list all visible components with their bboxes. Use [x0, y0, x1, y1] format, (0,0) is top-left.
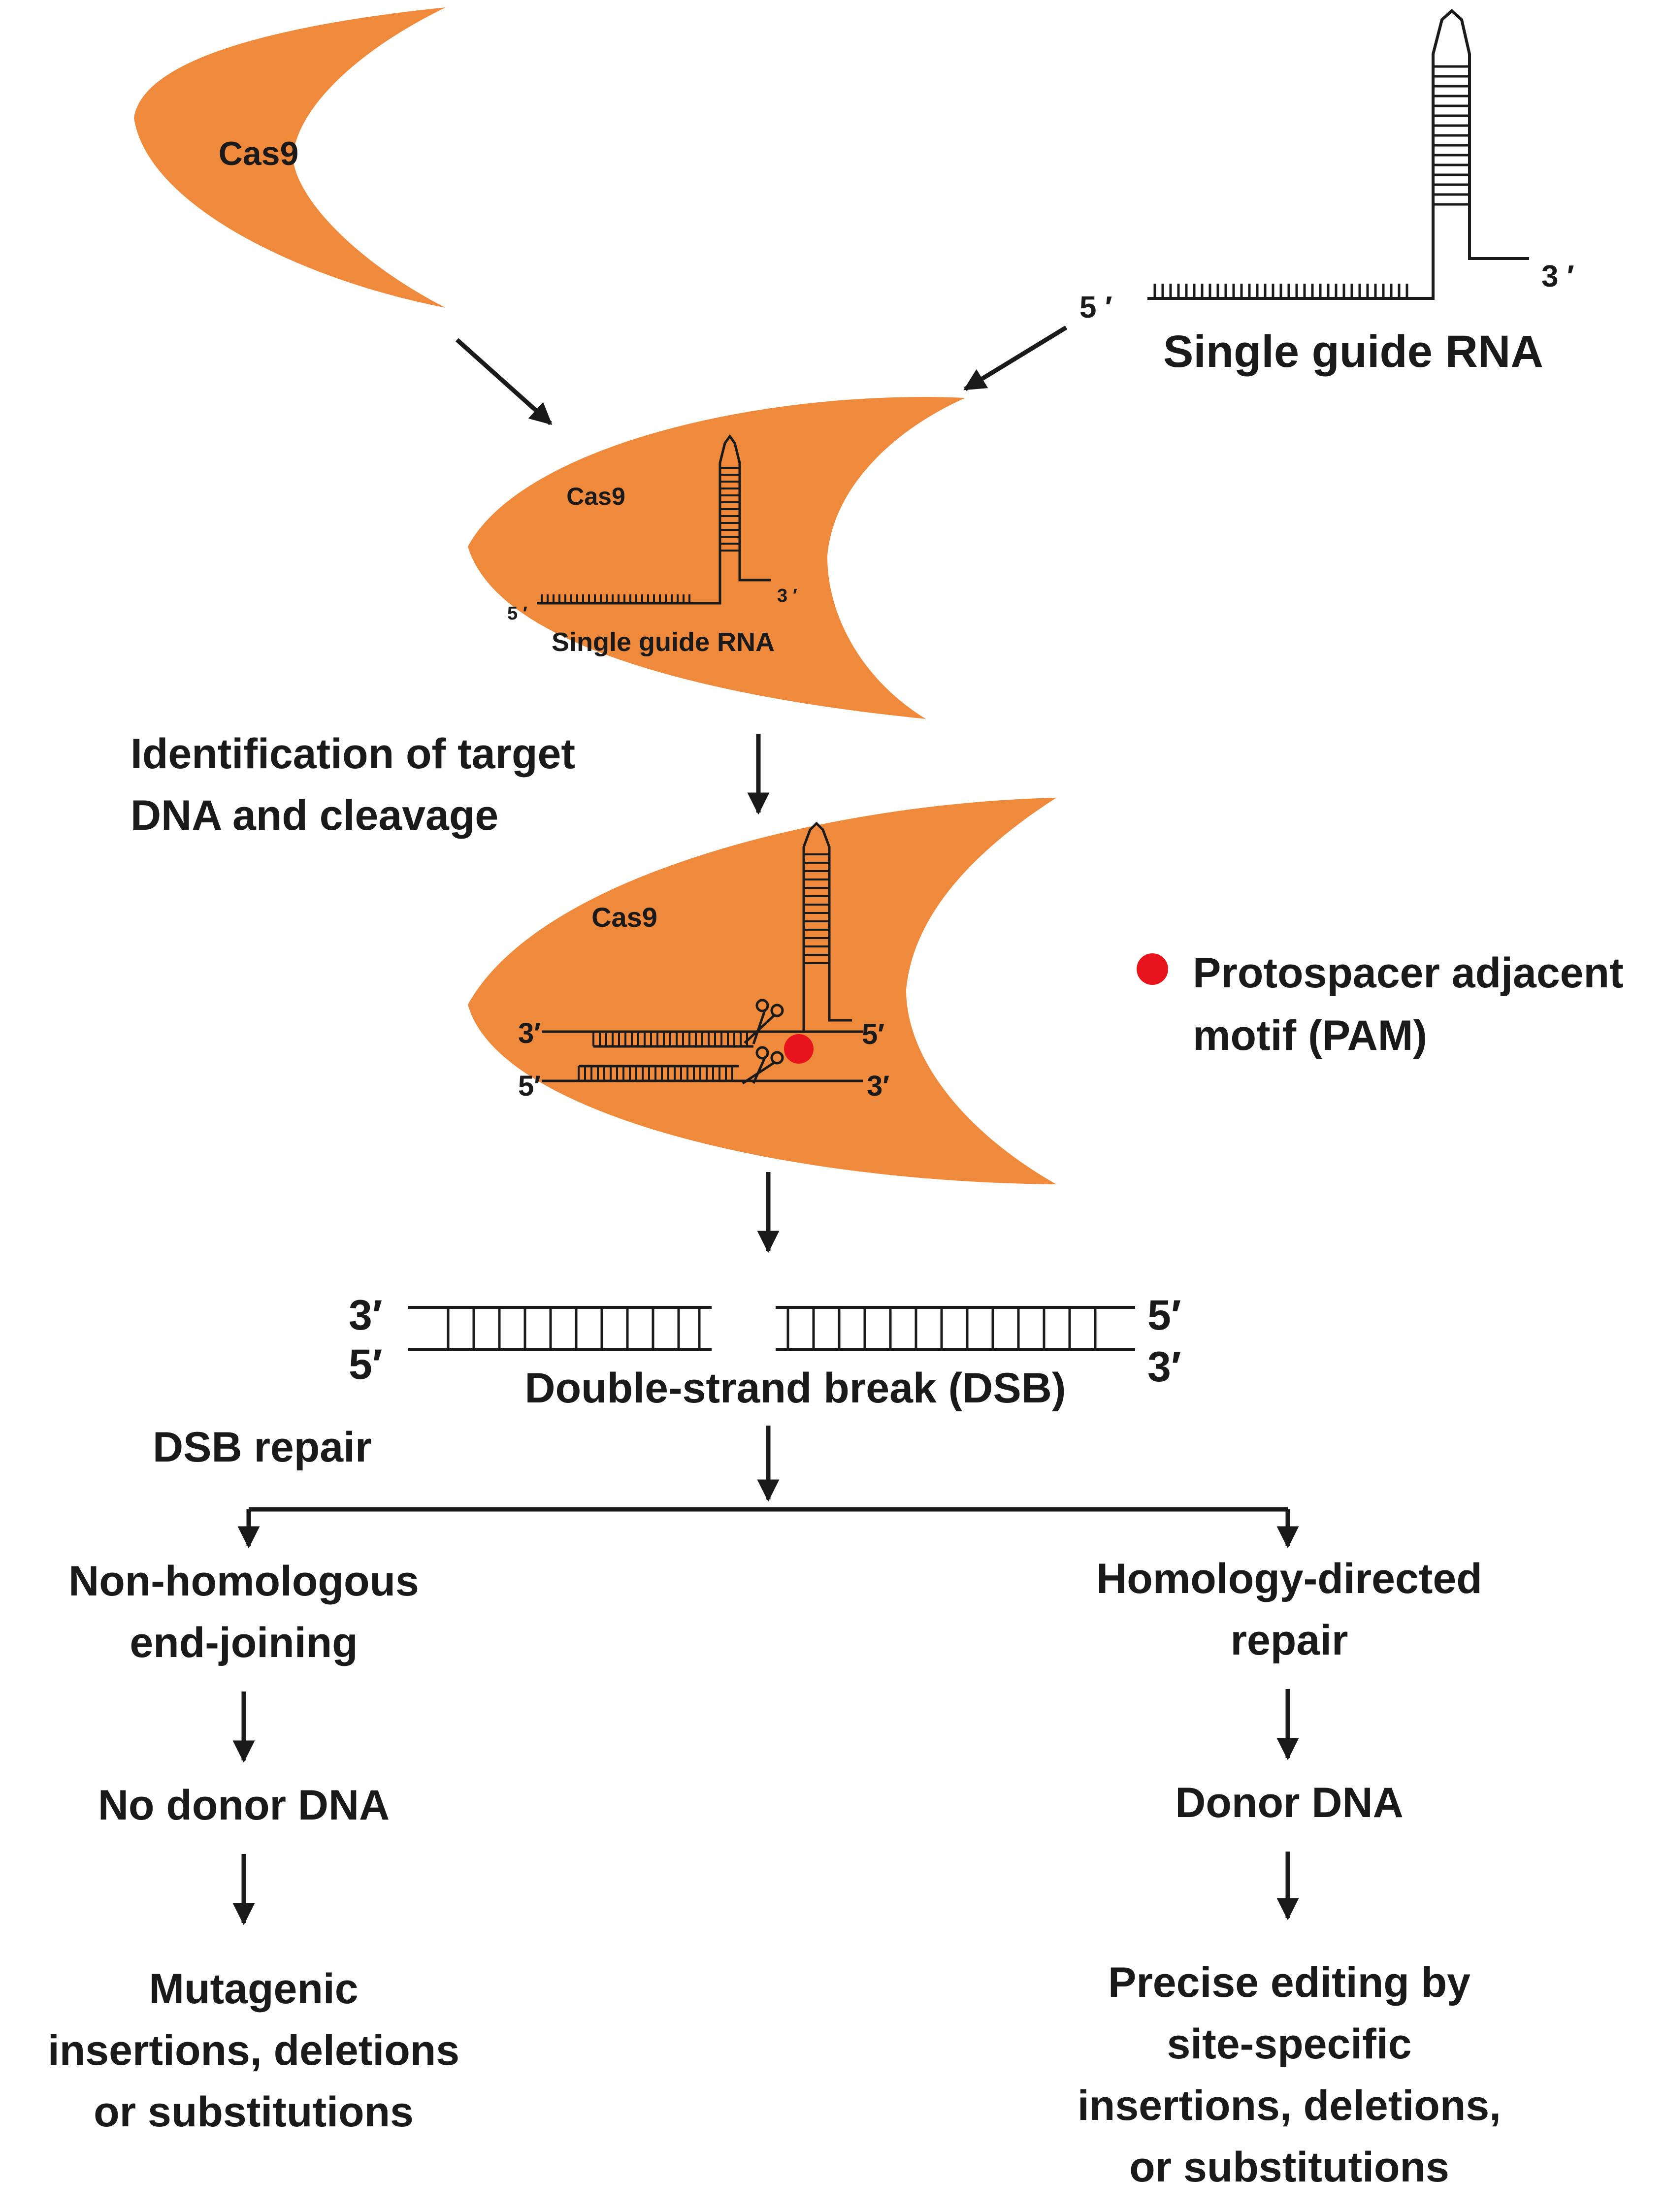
pam-legend-dot	[1137, 953, 1168, 985]
hdr-outcome-line3: insertions, deletions,	[1078, 2082, 1501, 2129]
cleavage-top-left-label: 3′	[518, 1017, 541, 1049]
dsb-top-right-label: 5′	[1147, 1292, 1181, 1339]
sgrna-three-prime: 3 ′	[1541, 260, 1574, 293]
pam-marker	[784, 1034, 814, 1064]
nhej-outcome-line1: Mutagenic	[149, 1965, 358, 2013]
pam-legend-line2: motif (PAM)	[1193, 1012, 1427, 1059]
pam-legend: Protospacer adjacent motif (PAM)	[1137, 949, 1624, 1059]
scissors-icon-top	[744, 999, 784, 1044]
complex-five-prime: 5 ′	[507, 603, 527, 624]
cleavage-cas9-label: Cas9	[591, 902, 657, 933]
nhej-outcome-line3: or substitutions	[94, 2088, 414, 2136]
hdr-outcome-line1: Precise editing by	[1108, 1959, 1470, 2006]
complex-three-prime: 3 ′	[777, 586, 797, 606]
hdr-branch: Homology-directed repair Donor DNA Preci…	[1078, 1555, 1501, 2191]
pam-legend-line1: Protospacer adjacent	[1193, 949, 1624, 997]
scissors-icon-bottom	[742, 1046, 784, 1085]
dsb-repair-label: DSB repair	[153, 1424, 372, 1471]
cleavage-bottom-right-label: 3′	[867, 1070, 889, 1102]
nhej-line2: end-joining	[130, 1619, 358, 1666]
step-identification-line2: DNA and cleavage	[131, 792, 498, 839]
arrow-sgrna-to-complex	[963, 325, 1068, 391]
sgrna-spacer-ticks	[1153, 284, 1408, 298]
nhej-donor: No donor DNA	[98, 1782, 390, 1829]
complex-sgrna-label: Single guide RNA	[552, 627, 775, 657]
sgrna-five-prime: 5 ′	[1079, 291, 1112, 325]
step-identification-line1: Identification of target	[131, 730, 575, 778]
hdr-line2: repair	[1230, 1617, 1348, 1664]
cas9-protein: Cas9	[134, 7, 446, 308]
dsb-bottom-right-label: 3′	[1147, 1343, 1181, 1391]
arrow-cas9-to-complex	[455, 338, 553, 425]
cleavage-bottom-left-label: 5′	[518, 1070, 541, 1102]
double-strand-break: 3′ 5′ 5′ 3′ Double-strand break (DSB)	[349, 1292, 1181, 1412]
nhej-line1: Non-homologous	[68, 1558, 419, 1605]
nhej-branch: Non-homologous end-joining No donor DNA …	[48, 1558, 459, 2136]
cleavage-top-right-label: 5′	[862, 1018, 884, 1050]
dsb-top-left-label: 3′	[349, 1292, 382, 1339]
sgrna-structure: 5 ′ 3 ′ Single guide RNA	[1079, 8, 1574, 377]
sgrna-title: Single guide RNA	[1163, 326, 1543, 377]
dsb-bottom-left-label: 5′	[349, 1341, 382, 1388]
hdr-outcome-line4: or substitutions	[1129, 2144, 1449, 2191]
hdr-line1: Homology-directed	[1096, 1555, 1482, 1602]
cas9-label: Cas9	[219, 135, 299, 172]
cas9-cleavage-complex: Cas9 3′ 5′ 5′ 3′	[468, 798, 1056, 1184]
hdr-outcome-line2: site-specific	[1167, 2020, 1411, 2068]
sgrna-hairpin-rungs	[1433, 65, 1470, 206]
cas9-sgrna-complex: Cas9 5 ′ 3 ′ Single guide RNA	[468, 397, 965, 719]
dsb-label: Double-strand break (DSB)	[524, 1365, 1066, 1412]
hdr-donor: Donor DNA	[1175, 1779, 1403, 1826]
complex-cas9-label: Cas9	[566, 483, 625, 510]
nhej-outcome-line2: insertions, deletions	[48, 2027, 459, 2074]
